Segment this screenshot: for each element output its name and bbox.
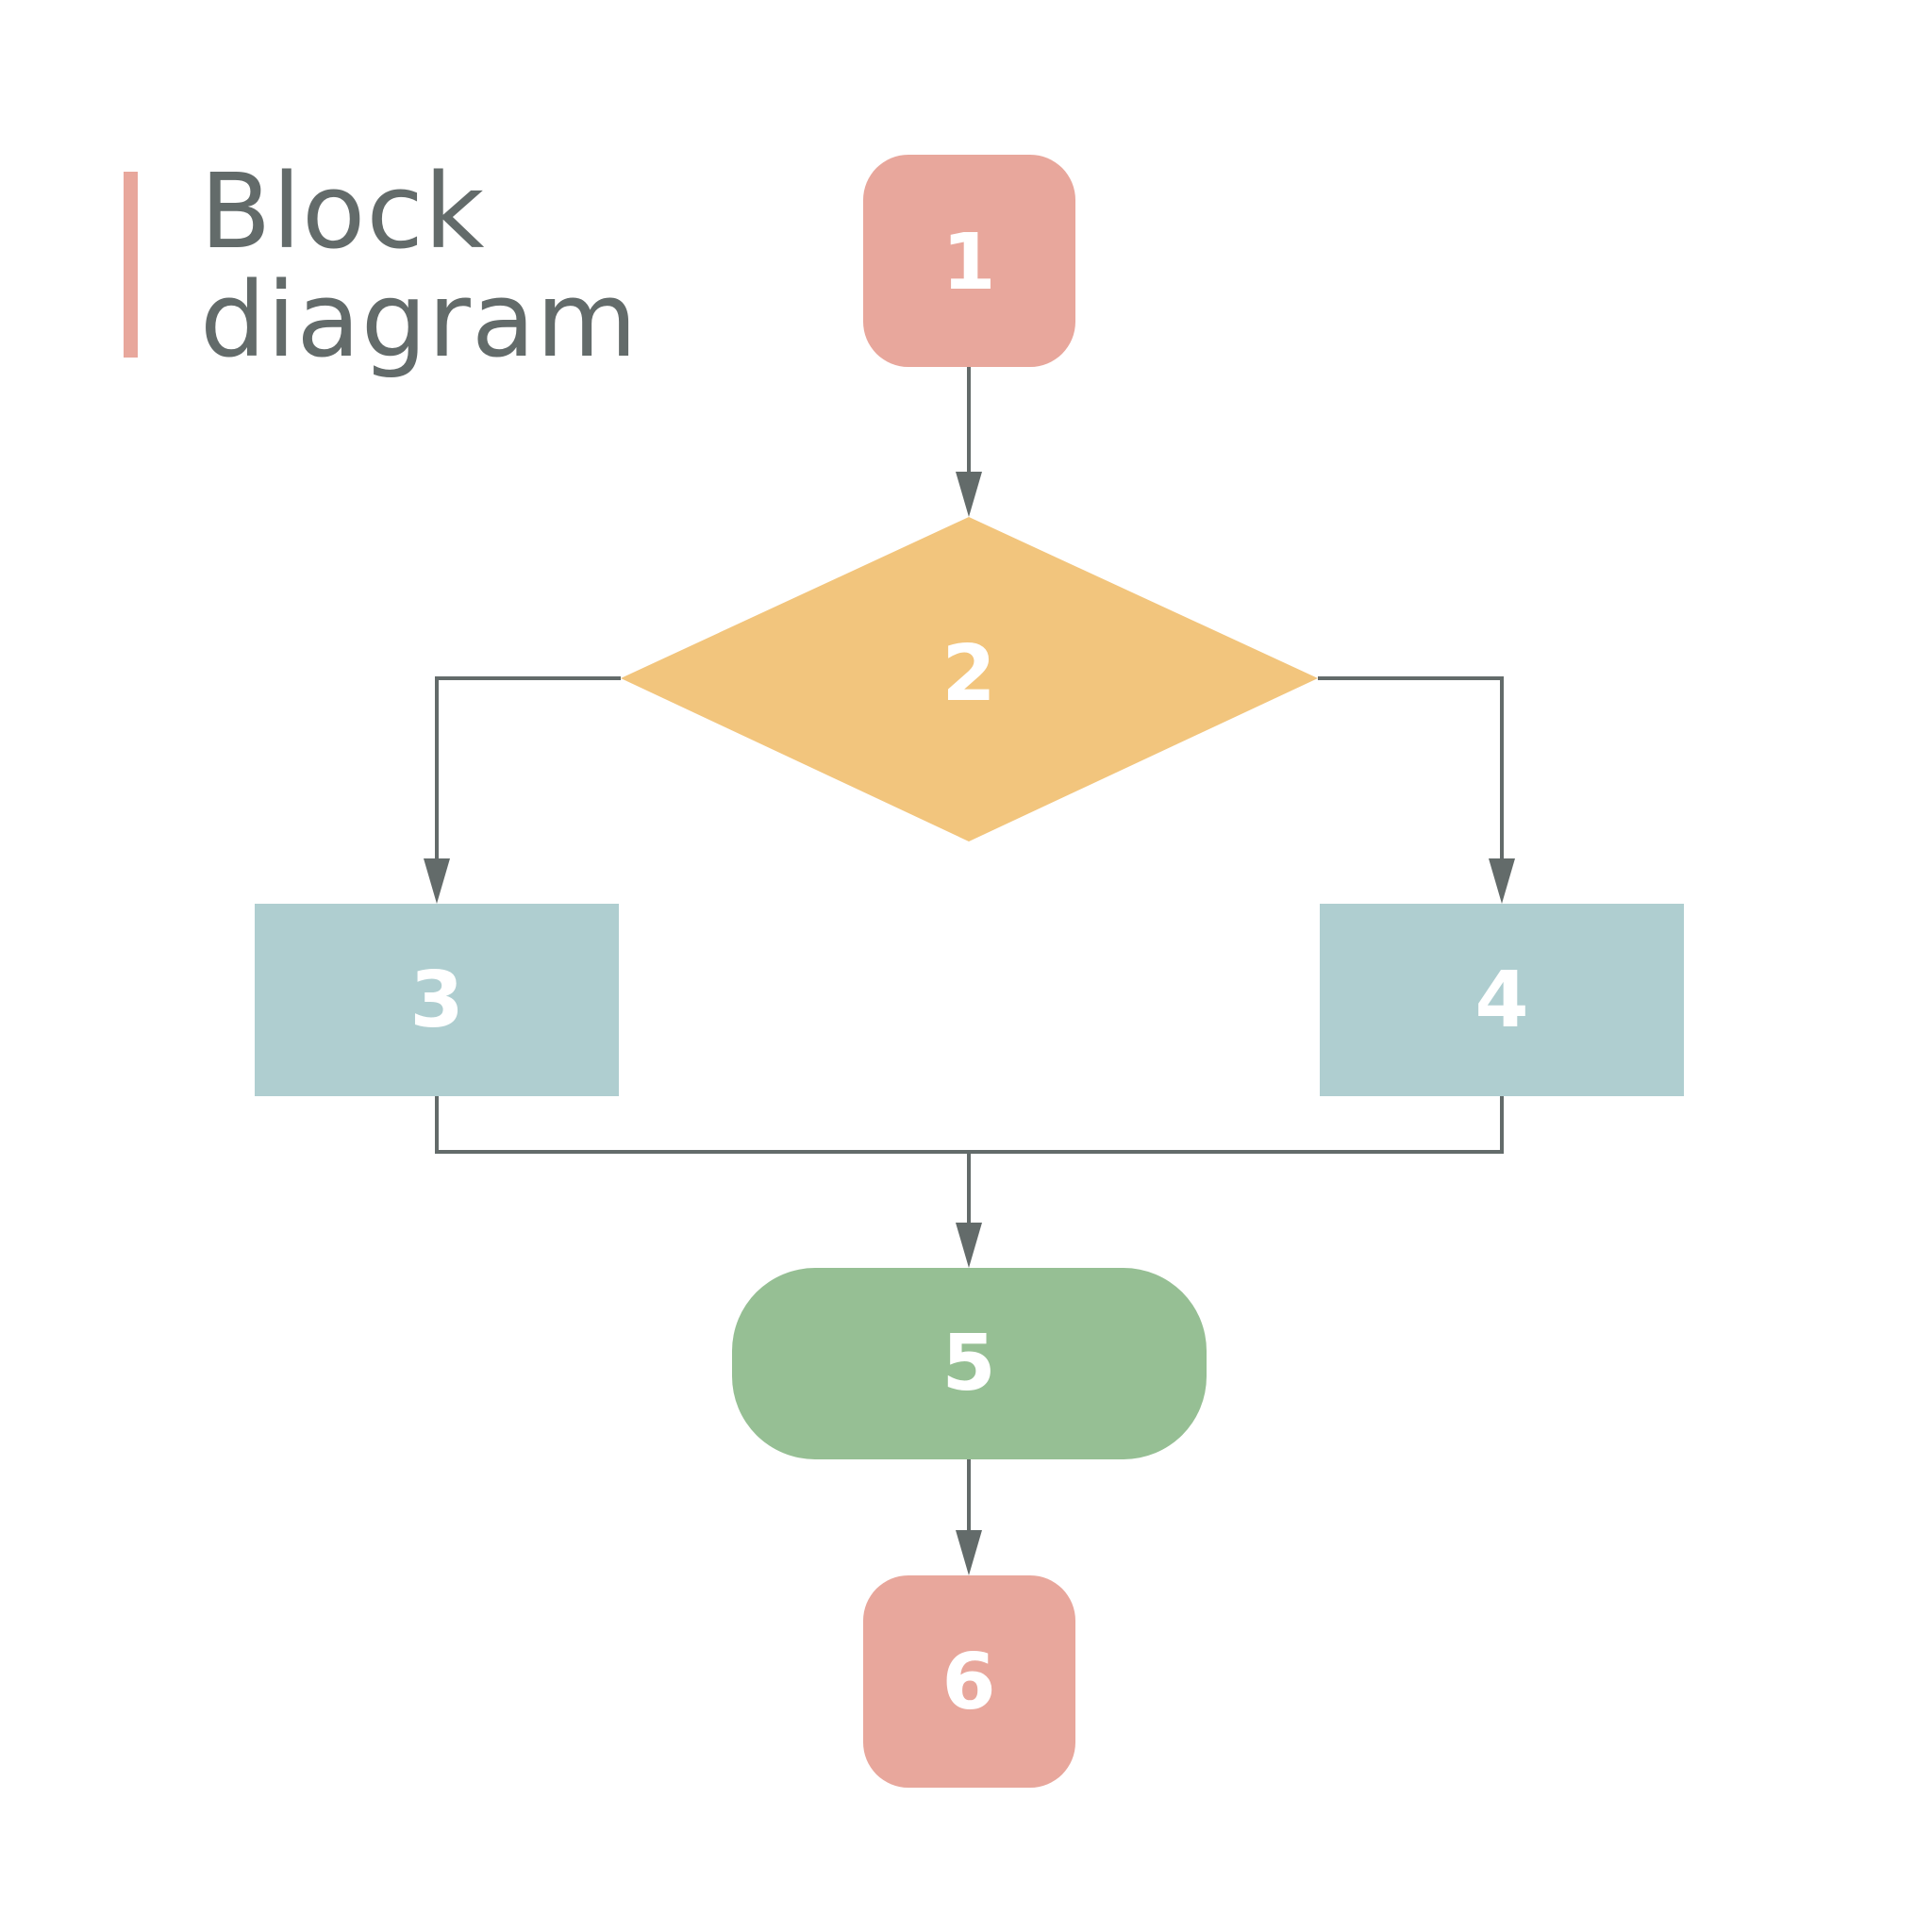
node-3-shape bbox=[255, 904, 619, 1096]
title-line-1: Block bbox=[200, 151, 486, 272]
node-5: 5 bbox=[732, 1268, 1207, 1459]
node-2-label: 2 bbox=[941, 629, 995, 719]
arrowhead-5-to-6 bbox=[956, 1530, 982, 1575]
node-4-shape bbox=[1320, 904, 1684, 1096]
arrowhead-2-to-3 bbox=[424, 858, 450, 904]
node-4: 4 bbox=[1320, 904, 1684, 1096]
arrowhead-1-to-2 bbox=[956, 472, 982, 517]
node-3-label: 3 bbox=[409, 956, 463, 1045]
edge-2-to-4 bbox=[1318, 676, 1504, 862]
node-1-shape bbox=[863, 155, 1075, 367]
title-line-2: diagram bbox=[200, 259, 638, 380]
node-2-shape bbox=[621, 517, 1318, 841]
node-5-label: 5 bbox=[941, 1319, 995, 1408]
node-1-label: 1 bbox=[941, 218, 995, 308]
edge-3-4-to-5 bbox=[435, 1096, 1504, 1154]
connectors bbox=[424, 367, 1515, 1575]
node-6: 6 bbox=[863, 1575, 1075, 1788]
edge-2-to-3 bbox=[435, 676, 621, 862]
node-5-shape bbox=[732, 1268, 1207, 1459]
node-4-label: 4 bbox=[1474, 956, 1528, 1045]
node-1: 1 bbox=[863, 155, 1075, 367]
title-accent-bar bbox=[124, 172, 138, 358]
node-6-label: 6 bbox=[941, 1638, 995, 1727]
arrowhead-2-to-4 bbox=[1489, 858, 1515, 904]
node-2: 2 bbox=[621, 517, 1318, 841]
node-6-shape bbox=[863, 1575, 1075, 1788]
node-3: 3 bbox=[255, 904, 619, 1096]
arrowhead-to-5 bbox=[956, 1223, 982, 1268]
